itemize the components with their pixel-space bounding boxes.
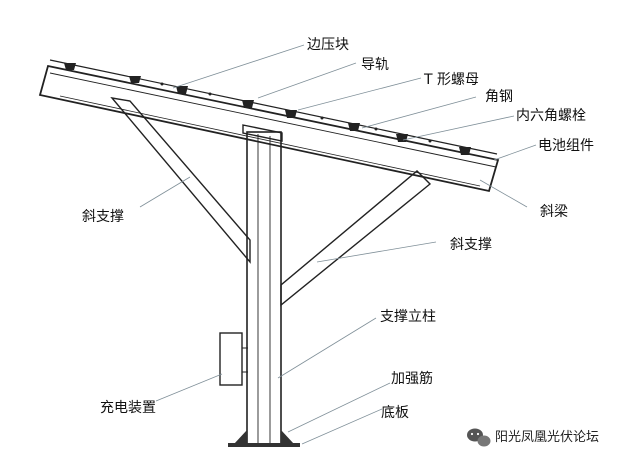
label-support-column: 支撑立柱 <box>380 309 436 325</box>
label-battery-module: 电池组件 <box>538 138 594 154</box>
callout-labels: 边压块 导轨 T 形螺母 角钢 内六角螺栓 电池组件 斜梁 斜支撑 斜支撑 支撑… <box>82 37 594 421</box>
leader-lines <box>139 44 537 445</box>
wechat-icon <box>467 428 491 447</box>
label-hex-bolt: 内六角螺栓 <box>516 108 586 124</box>
clamp <box>242 100 254 108</box>
edge-clamp <box>459 147 471 155</box>
bolt <box>160 82 164 86</box>
base-plate <box>228 443 300 447</box>
column-head <box>242 124 283 142</box>
clamp <box>348 123 360 131</box>
guide-rail <box>49 59 498 155</box>
right-brace <box>280 170 432 307</box>
label-guide-rail: 导轨 <box>361 57 389 73</box>
charger-box <box>219 332 248 386</box>
stiffener-left <box>234 430 247 444</box>
bolt <box>374 127 378 131</box>
bolt <box>320 116 324 120</box>
clamp <box>285 110 297 118</box>
stiffener-right <box>281 430 294 444</box>
label-edge-clamp: 边压块 <box>307 37 349 53</box>
clamp <box>176 86 188 94</box>
label-stiffener: 加强筋 <box>391 370 433 387</box>
label-diagonal-beam: 斜梁 <box>540 204 568 220</box>
bolt <box>428 139 432 143</box>
support-column-shape <box>246 131 282 445</box>
edge-clamp <box>64 63 76 70</box>
solar-panel <box>38 64 500 193</box>
clamp <box>129 76 141 83</box>
label-t-bolt: T 形螺母 <box>423 72 479 88</box>
label-charger: 充电装置 <box>100 400 156 416</box>
label-diagonal-brace-right: 斜支撑 <box>450 237 492 253</box>
left-brace <box>110 96 251 264</box>
clamp <box>396 134 408 142</box>
clamp-group <box>64 63 471 155</box>
label-diagonal-brace-left: 斜支撑 <box>82 209 124 225</box>
base-assembly <box>228 430 300 447</box>
watermark: 阳光凤凰光伏论坛 <box>467 428 599 447</box>
label-angle-steel: 角钢 <box>485 89 513 105</box>
label-base-plate: 底板 <box>381 405 409 421</box>
bolt <box>208 92 212 96</box>
watermark-text: 阳光凤凰光伏论坛 <box>495 430 599 445</box>
